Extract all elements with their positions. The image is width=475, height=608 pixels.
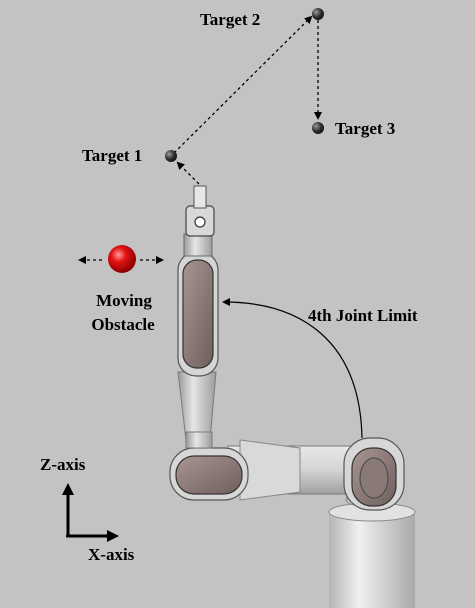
robot-horizontal-link (227, 439, 359, 501)
coordinate-axes (62, 483, 119, 542)
robot-wrist (183, 185, 215, 257)
joint-limit-label: 4th Joint Limit (308, 306, 418, 325)
obstacle-label-line1: Moving (96, 291, 152, 310)
target-1-label: Target 1 (82, 146, 143, 165)
x-axis-label: X-axis (88, 545, 135, 564)
moving-obstacle-ball (108, 245, 136, 273)
robot-elbow-joint (169, 447, 249, 501)
obstacle-label-line2: Obstacle (91, 315, 155, 334)
target-3-label: Target 3 (335, 119, 396, 138)
z-axis-label: Z-axis (40, 455, 86, 474)
target-path (173, 15, 322, 185)
target-3-marker (312, 122, 324, 134)
path-tool-to-target1 (176, 161, 200, 185)
joint-limit-arc (222, 298, 363, 439)
target-2-label: Target 2 (200, 10, 261, 29)
path-target1-to-target2 (173, 15, 313, 154)
robot-lower-link (177, 371, 217, 449)
target-1-marker (165, 150, 177, 162)
robot-shoulder-joint (343, 437, 405, 511)
target-2-marker (312, 8, 324, 20)
robot-upper-arm (177, 251, 219, 377)
